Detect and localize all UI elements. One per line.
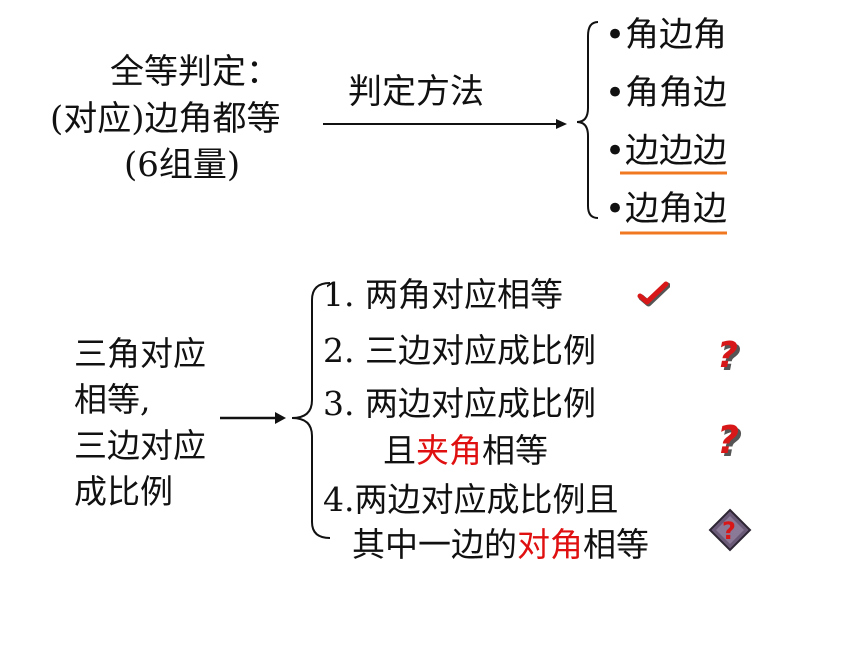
check-icon [637,281,670,307]
condition-2: 2. 三边对应成比例 [323,331,596,370]
condition-3-line-1: 3. 两边对应成比例 [323,384,596,423]
bottom-left-line-4: 成比例 [74,472,173,511]
svg-text:?: ? [717,420,739,462]
top-left-line-1: 全等判定： [110,52,280,92]
svg-text:?: ? [717,336,738,376]
condition-4-suffix: 相等 [583,525,649,564]
condition-3-suffix: 相等 [482,431,548,470]
condition-4-prefix: 其中一边的 [352,525,517,564]
svg-text:?: ? [720,421,742,462]
bottom-brace [291,282,331,539]
svg-text:?: ? [722,517,736,545]
bottom-left-line-3: 三边对应 [74,426,206,465]
method-jiaojiaobian: •角角边 [605,73,728,113]
top-left-line-3: (6组量) [124,145,241,185]
condition-1: 1. 两角对应相等 [323,275,563,314]
arrow-label: 判定方法 [348,72,484,112]
top-left-line-2: (对应)边角都等 [50,99,281,139]
question-icon: ? ? [717,336,741,376]
top-brace [576,21,599,219]
condition-4-line-2: 其中一边的对角相等 [352,528,649,561]
condition-3-prefix: 且 [383,431,416,470]
condition-4-highlight: 对角 [517,525,583,564]
svg-text:?: ? [720,338,741,376]
condition-3-line-2: 且夹角相等 [383,434,548,467]
top-arrow-head [556,119,567,129]
bottom-left-line-1: 三角对应 [74,334,206,373]
bottom-arrow-head [275,412,286,424]
bottom-left-line-2: 相等, [74,380,151,419]
diamond-question-icon: ? [708,508,752,552]
condition-3-highlight: 夹角 [416,431,482,470]
condition-4-line-1: 4.两边对应成比例且 [323,480,619,519]
method-bianbianbian: •边边边 [605,131,728,171]
method-bianjiaobian: •边角边 [605,189,728,229]
question-icon: ? ? [717,420,742,462]
method-jiaobianjiao: •角边角 [605,15,728,55]
